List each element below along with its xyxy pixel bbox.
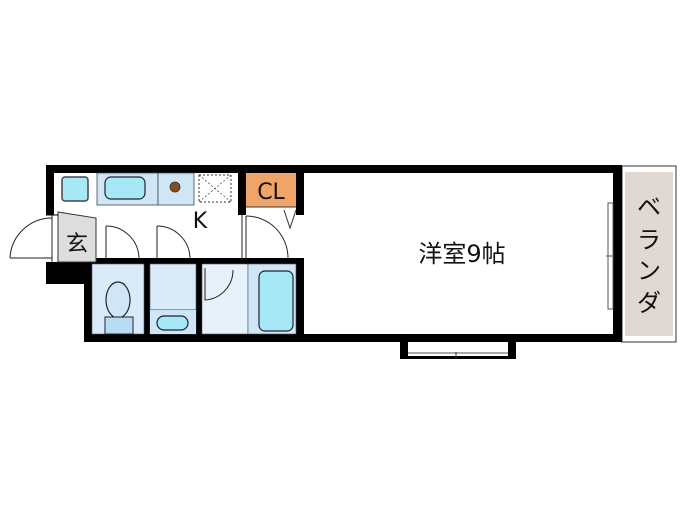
closet: CL <box>246 173 297 230</box>
veranda-label-1: ベ <box>637 193 661 221</box>
veranda-label-3: ン <box>637 257 661 285</box>
washroom <box>149 263 197 335</box>
veranda-label-4: ダ <box>637 289 661 317</box>
veranda-window <box>606 202 614 310</box>
kitchen-label: K <box>193 209 208 234</box>
entrance-label: 玄 <box>66 232 88 257</box>
front-door-icon <box>9 217 53 259</box>
kitchen-counter: K <box>61 172 232 234</box>
veranda: ベ ラ ン ダ <box>621 165 677 343</box>
stove-icon <box>169 181 181 193</box>
bathroom <box>201 263 297 335</box>
closet-label: CL <box>257 180 285 205</box>
refrigerator-icon <box>61 176 89 202</box>
western-room: 洋室9帖 <box>304 173 614 334</box>
interior-doors <box>105 215 289 260</box>
walls <box>46 165 622 342</box>
bathtub-icon <box>258 270 294 332</box>
toilet-icon <box>105 281 131 319</box>
toilet-room <box>91 263 145 335</box>
washbasin-icon <box>156 315 189 331</box>
sink-icon <box>104 176 146 200</box>
washing-machine-space-icon <box>198 174 232 203</box>
western-room-label: 洋室9帖 <box>418 240 505 268</box>
entrance: 玄 <box>9 211 97 263</box>
veranda-label-2: ラ <box>637 226 661 254</box>
bay-window <box>400 334 516 359</box>
